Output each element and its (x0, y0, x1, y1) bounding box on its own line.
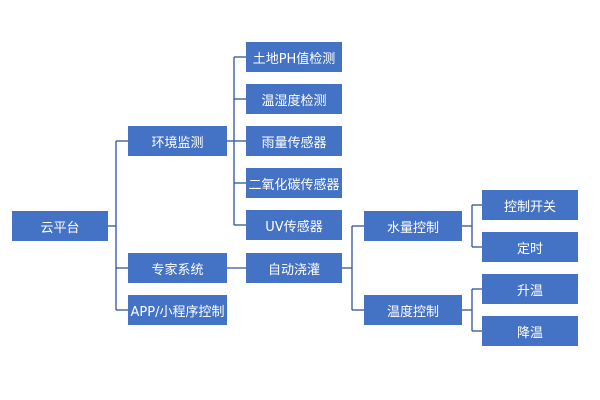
node-heat-up: 升温 (482, 274, 578, 304)
node-temp-humidity-detection: 温湿度检测 (246, 84, 342, 114)
node-rain-sensor: 雨量传感器 (246, 126, 342, 156)
node-water-control: 水量控制 (364, 211, 462, 241)
node-control-switch: 控制开关 (482, 190, 578, 220)
node-expert-system: 专家系统 (128, 253, 227, 283)
node-app-miniprogram-control: APP/小程序控制 (128, 295, 227, 325)
node-cool-down: 降温 (482, 316, 578, 346)
node-cloud-platform: 云平台 (12, 211, 108, 241)
node-co2-sensor: 二氧化碳传感器 (246, 168, 342, 198)
node-timer: 定时 (482, 232, 578, 262)
node-uv-sensor: UV传感器 (246, 210, 342, 240)
node-temperature-control: 温度控制 (364, 295, 462, 325)
node-environment-monitoring: 环境监测 (128, 126, 227, 156)
node-auto-irrigation: 自动浇灌 (246, 253, 342, 283)
node-soil-ph-detection: 土地PH值检测 (246, 42, 342, 72)
